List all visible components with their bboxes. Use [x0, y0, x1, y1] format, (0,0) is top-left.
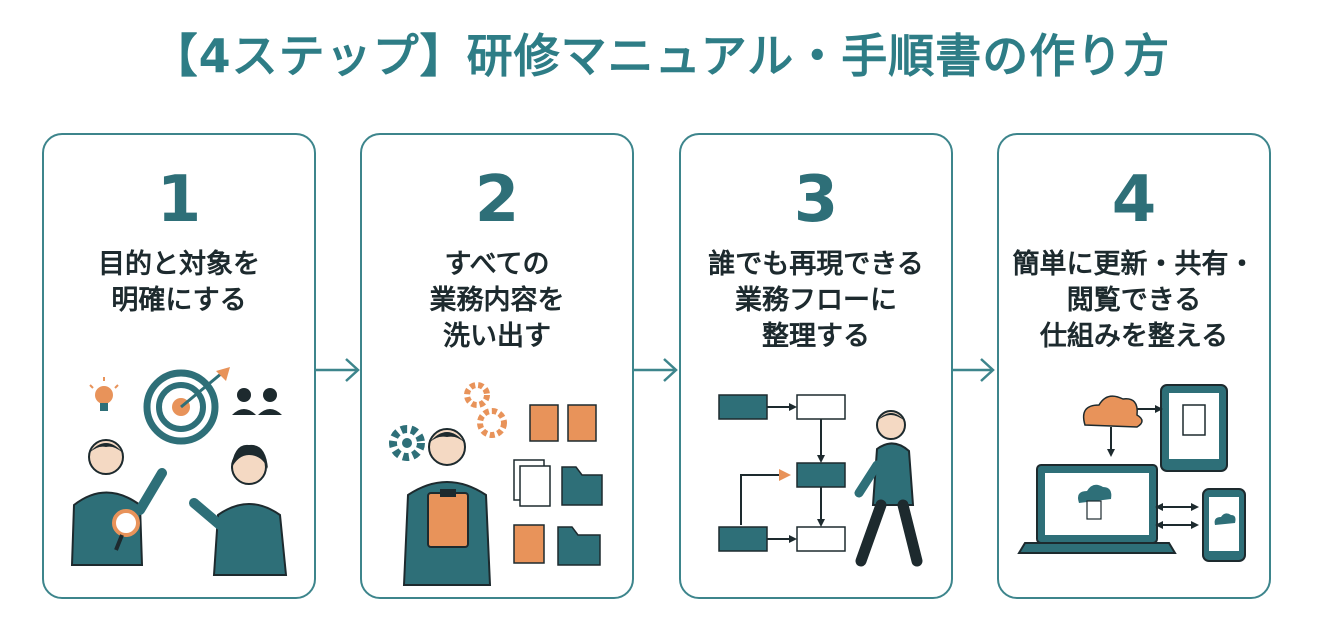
gears-documents-icon — [389, 382, 603, 586]
person-right — [189, 444, 288, 576]
step-label: 簡単に更新・共有・ 閲覧できる 仕組みを整える — [1012, 249, 1256, 352]
document-icon — [513, 404, 597, 564]
cloud-devices-icon — [1017, 384, 1246, 562]
gear-icon — [389, 382, 507, 461]
step-label: 誰でも再現できる 業務フローに 整理する — [708, 249, 924, 352]
target-icon — [143, 367, 230, 445]
person-clipboard — [402, 428, 492, 586]
laptop-icon — [1017, 464, 1177, 554]
arrow-right-icon — [634, 358, 678, 382]
tablet-icon — [1137, 384, 1228, 472]
step-card-4: 4 簡単に更新・共有・ 閲覧できる 仕組みを整える — [997, 133, 1271, 599]
phone-icon — [1202, 488, 1246, 562]
flowchart-icon — [718, 394, 923, 567]
people-icon — [232, 388, 282, 415]
person-walking — [854, 410, 923, 567]
step-label: 目的と対象を 明確にする — [98, 249, 260, 316]
step-number: 2 — [474, 163, 520, 237]
person-left — [70, 439, 167, 566]
target-people-icon — [70, 367, 288, 576]
step-number: 3 — [793, 163, 839, 237]
folder-icon — [557, 466, 603, 566]
step-card-2: 2 すべての 業務内容を 洗い出す — [360, 133, 634, 599]
arrow-right-icon — [316, 358, 360, 382]
page-title: 【4ステップ】研修マニュアル・手順書の作り方 — [151, 29, 1171, 83]
cloud-icon — [1082, 395, 1143, 457]
step-label: すべての 業務内容を 洗い出す — [429, 249, 565, 352]
step-card-3: 3 誰でも再現できる 業務フローに 整理する — [679, 133, 953, 599]
lightbulb-icon — [89, 377, 119, 411]
step-card-1: 1 目的と対象を 明確にする — [42, 133, 316, 599]
step-number: 1 — [156, 163, 202, 237]
sync-arrows-icon — [1155, 503, 1199, 529]
arrow-right-icon — [951, 358, 995, 382]
step-number: 4 — [1111, 163, 1157, 237]
